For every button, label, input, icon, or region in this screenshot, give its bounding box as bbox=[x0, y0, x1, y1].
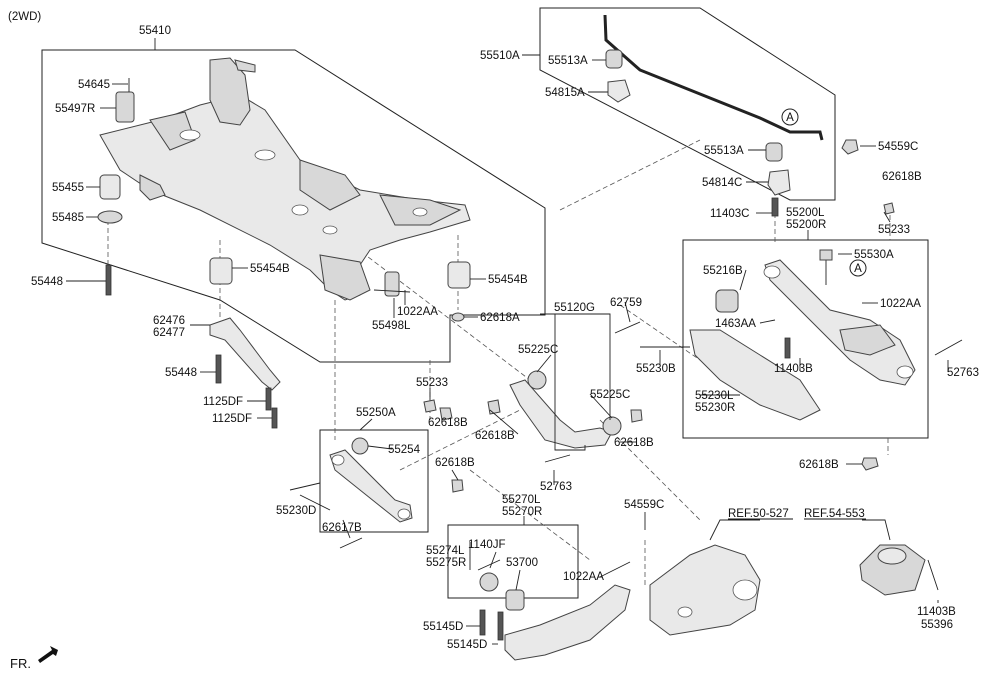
label-55270R: 55270R bbox=[502, 506, 542, 518]
front-arrow-icon bbox=[38, 646, 58, 663]
lower-arm-group-box bbox=[682, 239, 929, 439]
circle-marker-a-1-text: A bbox=[786, 112, 794, 124]
circle-marker-a-1 bbox=[781, 108, 799, 126]
upper-arm-drawing bbox=[487, 321, 643, 463]
label-55448-a: 55448 bbox=[31, 276, 63, 288]
lower-arm-drawing bbox=[640, 202, 963, 471]
label-55145D-b: 55145D bbox=[447, 639, 487, 651]
label-55230B: 55230B bbox=[636, 363, 676, 375]
label-11403B-b: 11403B bbox=[917, 606, 956, 618]
label-54814C: 54814C bbox=[702, 177, 742, 189]
label-54815A: 54815A bbox=[545, 87, 585, 99]
label-55230D: 55230D bbox=[276, 505, 316, 517]
label-55498L: 55498L bbox=[372, 320, 411, 332]
label-62618B-b: 62618B bbox=[799, 459, 839, 471]
label-55513A-a: 55513A bbox=[548, 55, 588, 67]
label-55274L: 55274L bbox=[426, 545, 465, 557]
assist-link-drawing bbox=[209, 317, 281, 429]
label-62618B-a: 62618B bbox=[882, 171, 922, 183]
label-54559C-a: 54559C bbox=[878, 141, 918, 153]
leader-lines bbox=[66, 38, 949, 645]
label-55225C-b: 55225C bbox=[590, 389, 630, 401]
label-62759: 62759 bbox=[610, 297, 642, 309]
label-1022AA-c: 1022AA bbox=[563, 571, 604, 583]
ref-50-527[interactable]: REF.50-527 bbox=[728, 508, 789, 520]
label-55200L: 55200L bbox=[786, 207, 825, 219]
label-55250A: 55250A bbox=[356, 407, 396, 419]
label-52763-a: 52763 bbox=[947, 367, 979, 379]
label-1140JF: 1140JF bbox=[468, 539, 506, 551]
label-55270L: 55270L bbox=[502, 494, 541, 506]
lateral-link-drawing bbox=[289, 399, 464, 549]
label-11403C: 11403C bbox=[710, 208, 749, 220]
label-54645: 54645 bbox=[78, 79, 110, 91]
circle-marker-a-2 bbox=[849, 259, 867, 277]
dash-line bbox=[559, 139, 701, 211]
variant-label: (2WD) bbox=[8, 11, 41, 23]
label-55513A-b: 55513A bbox=[704, 145, 744, 157]
trailing-arm-drawing bbox=[477, 559, 631, 661]
label-55497R: 55497R bbox=[55, 103, 95, 115]
dash-line bbox=[399, 409, 521, 471]
label-55230R: 55230R bbox=[695, 402, 735, 414]
label-1022AA-a: 1022AA bbox=[397, 306, 438, 318]
label-62476: 62476 bbox=[153, 315, 185, 327]
stabilizer-group-box bbox=[539, 7, 836, 201]
label-55448-b: 55448 bbox=[165, 367, 197, 379]
dash-line bbox=[469, 469, 591, 561]
label-55200R: 55200R bbox=[786, 219, 826, 231]
stabilizer-bar-drawing bbox=[603, 14, 859, 217]
label-55530A: 55530A bbox=[854, 249, 894, 261]
label-1463AA: 1463AA bbox=[715, 318, 756, 330]
trailing-arm-group-box bbox=[447, 524, 579, 599]
label-54559C-b: 54559C bbox=[624, 499, 664, 511]
label-55145D-a: 55145D bbox=[423, 621, 463, 633]
label-55233-b: 55233 bbox=[416, 377, 448, 389]
bushing-drawings bbox=[97, 78, 471, 322]
label-55410: 55410 bbox=[139, 25, 171, 37]
label-55454B-b: 55454B bbox=[488, 274, 528, 286]
label-55396: 55396 bbox=[921, 619, 953, 631]
knuckle-drawing bbox=[649, 544, 939, 636]
label-55216B: 55216B bbox=[703, 265, 743, 277]
label-62618B-e: 62618B bbox=[428, 417, 468, 429]
subframe-group-box bbox=[41, 49, 546, 363]
label-1022AA-b: 1022AA bbox=[880, 298, 921, 310]
label-62618B-d: 62618B bbox=[614, 437, 654, 449]
front-marker-label: FR. bbox=[10, 656, 31, 671]
label-62618B-c: 62618B bbox=[475, 430, 515, 442]
label-1125DF-a: 1125DF bbox=[203, 396, 243, 408]
label-55454B-a: 55454B bbox=[250, 263, 290, 275]
lateral-link-group-box bbox=[319, 429, 429, 533]
circle-marker-a-2-text: A bbox=[854, 263, 862, 275]
label-53700: 53700 bbox=[506, 557, 538, 569]
label-55485: 55485 bbox=[52, 212, 84, 224]
label-1125DF-b: 1125DF bbox=[212, 413, 252, 425]
label-62477: 62477 bbox=[153, 327, 185, 339]
label-62617B: 62617B bbox=[322, 522, 362, 534]
label-55510A: 55510A bbox=[480, 50, 520, 62]
label-62618B-f: 62618B bbox=[435, 457, 475, 469]
label-55230L: 55230L bbox=[695, 390, 734, 402]
dash-line bbox=[619, 304, 701, 361]
label-55275R: 55275R bbox=[426, 557, 466, 569]
label-55254: 55254 bbox=[388, 444, 421, 456]
ref-54-553[interactable]: REF.54-553 bbox=[804, 508, 865, 520]
label-11403B-a: 11403B bbox=[774, 363, 813, 375]
label-52763-b: 52763 bbox=[540, 481, 572, 493]
label-55233-a: 55233 bbox=[878, 224, 910, 236]
label-55120G: 55120G bbox=[554, 302, 595, 314]
label-55455: 55455 bbox=[52, 182, 84, 194]
label-55225C-a: 55225C bbox=[518, 344, 558, 356]
label-62618A: 62618A bbox=[480, 312, 520, 324]
subframe-drawing bbox=[99, 57, 471, 301]
